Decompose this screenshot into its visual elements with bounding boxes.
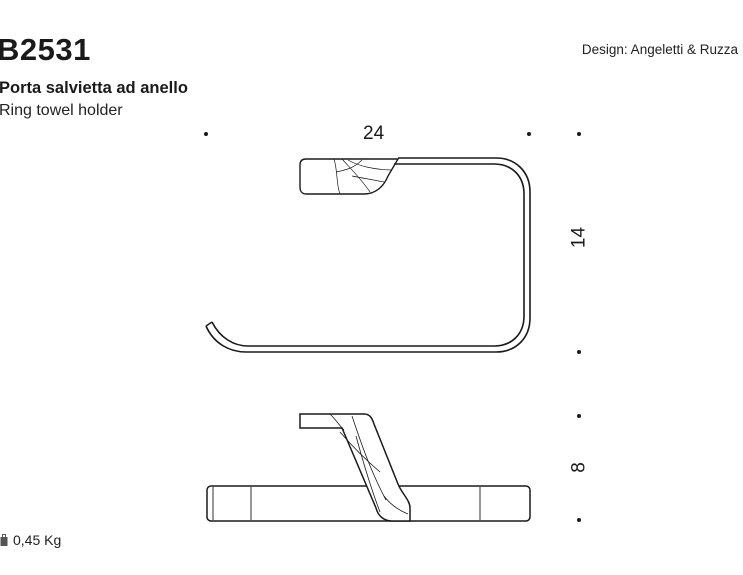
dim-dot-height-bottom (577, 350, 581, 354)
product-name-italian: Porta salvietta ad anello (0, 79, 188, 97)
mount-block-top-view (299, 158, 400, 195)
ring-outer (205, 157, 531, 353)
dim-dot-depth-bottom (577, 518, 581, 522)
mount-arm-side-view (299, 413, 411, 522)
dim-dot-width-right (527, 132, 531, 136)
dimension-width-label: 24 (363, 123, 385, 144)
top-view (205, 157, 531, 353)
dim-dot-width-left (204, 132, 208, 136)
product-name-english: Ring towel holder (0, 102, 123, 119)
weight-icon (0, 534, 8, 546)
side-view (206, 413, 531, 522)
dimension-depth-label: 8 (568, 462, 590, 473)
weight-value: 0,45 Kg (13, 532, 62, 548)
designer-credit: Design: Angeletti & Ruzza (581, 42, 738, 57)
product-code: B2531 (0, 32, 91, 67)
ring-inner (211, 163, 525, 347)
dimension-dots (204, 132, 581, 522)
weight-info: 0,45 Kg (0, 533, 61, 547)
dimension-height-label: 14 (568, 226, 590, 249)
dim-dot-depth-top (577, 414, 581, 418)
dim-dot-height-top (577, 132, 581, 136)
